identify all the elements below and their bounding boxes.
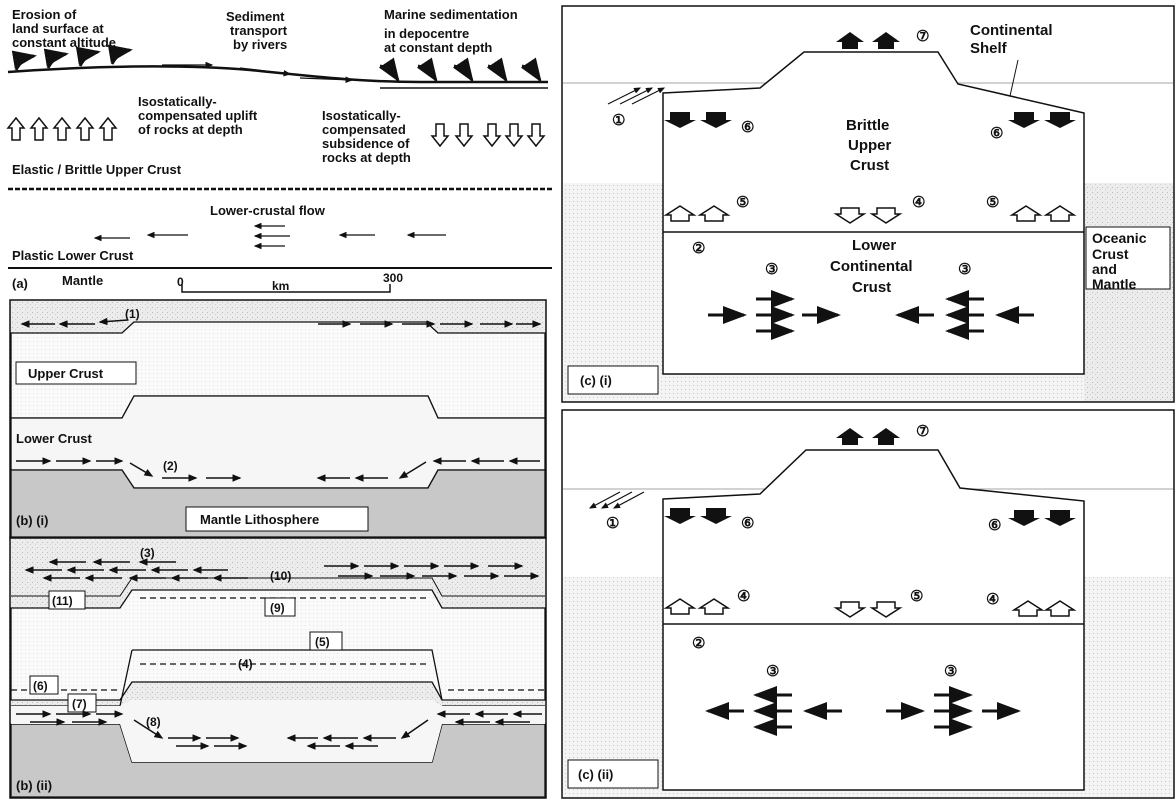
marine-label-2: in depocentre [384, 26, 469, 41]
label-4-b-ii: (4) [238, 657, 253, 671]
circle-7-c-ii: ⑦ [916, 423, 929, 440]
panel-c-i: Oceanic Crust and Mantle ⑦ Continental S… [562, 6, 1174, 402]
mantle-lithosphere-label: Mantle Lithosphere [200, 512, 319, 527]
uplift-label-1: Isostatically- [138, 94, 217, 109]
shelf-label-2: Shelf [970, 40, 1008, 57]
oceanic-label-1: Oceanic [1092, 230, 1147, 246]
subsidence-label-1: Isostatically- [322, 108, 401, 123]
lower-flow-label: Lower-crustal flow [210, 203, 326, 218]
panel-a-tag: (a) [12, 276, 28, 291]
label-10-b-ii: (10) [270, 569, 291, 583]
circle-1-c-i: ① [612, 112, 625, 129]
lower-crust-label-2: Continental [830, 258, 913, 275]
label-2-b-i: (2) [163, 459, 178, 473]
marine-label-1: Marine sedimentation [384, 7, 518, 22]
plastic-lower-crust-label: Plastic Lower Crust [12, 248, 134, 263]
circle-3a-c-ii: ③ [766, 663, 779, 680]
circle-5-c-ii: ⑤ [910, 588, 923, 605]
panel-a: Erosion of land surface at constant alti… [8, 7, 552, 293]
scale-unit: km [272, 279, 289, 293]
marine-label-3: at constant depth [384, 40, 492, 55]
panel-b-ii-tag: (b) (ii) [16, 778, 52, 793]
erosion-label-1: Erosion of [12, 7, 77, 22]
circle-1-c-ii: ① [606, 515, 619, 532]
circle-2-c-ii: ② [692, 635, 705, 652]
shelf-label-1: Continental [970, 22, 1053, 39]
upper-crust-label: Elastic / Brittle Upper Crust [12, 162, 182, 177]
lower-crust-label-3: Crust [852, 279, 891, 296]
circle-3b-c-ii: ③ [944, 663, 957, 680]
label-6-b-ii: (6) [33, 679, 48, 693]
panel-b-i-tag: (b) (i) [16, 513, 48, 528]
circle-5a-c-i: ⑤ [736, 194, 749, 211]
lower-crust-label-b-i: Lower Crust [16, 431, 93, 446]
circle-6a-c-ii: ⑥ [741, 515, 754, 532]
lower-crustal-flow-arrows [95, 226, 446, 246]
panel-c-ii-tag: (c) (ii) [578, 767, 613, 782]
subsidence-label-2: compensated [322, 122, 406, 137]
label-1-b-i: (1) [125, 307, 140, 321]
label-3-b-ii: (3) [140, 546, 155, 560]
label-5-b-ii: (5) [315, 635, 330, 649]
circle-4a-c-ii: ④ [737, 588, 750, 605]
uplift-label-2: compensated uplift [138, 108, 258, 123]
scale-zero: 0 [177, 275, 184, 289]
uplift-label-3: of rocks at depth [138, 122, 243, 137]
label-11-b-ii: (11) [52, 594, 73, 608]
uplift-hollow-arrows [8, 118, 116, 140]
circle-3b-c-i: ③ [958, 261, 971, 278]
erosion-label-3: constant altitude [12, 35, 116, 50]
oceanic-label-3: and [1092, 261, 1117, 277]
circle-3a-c-i: ③ [765, 261, 778, 278]
label-8-b-ii: (8) [146, 715, 161, 729]
subsidence-label-3: subsidence of [322, 136, 410, 151]
circle-7-c-i: ⑦ [916, 28, 929, 45]
sediment-label-3: by rivers [233, 37, 287, 52]
brittle-label-1: Brittle [846, 117, 889, 134]
oceanic-region-c-i [1084, 183, 1173, 401]
brittle-label-2: Upper [848, 137, 892, 154]
circle-6b-c-ii: ⑥ [988, 517, 1001, 534]
panel-b-ii: (3) (10) (11) (9) (5) (4) (6) (7) [10, 538, 546, 798]
panel-c-i-tag: (c) (i) [580, 373, 612, 388]
oceanic-label-4: Mantle [1092, 276, 1137, 292]
mantle-label: Mantle [62, 273, 103, 288]
circle-4b-c-ii: ④ [986, 591, 999, 608]
label-9-b-ii: (9) [270, 601, 285, 615]
label-7-b-ii: (7) [72, 697, 87, 711]
subsidence-hollow-arrows [432, 124, 544, 146]
sediment-label-1: Sediment [226, 9, 285, 24]
circle-4-c-i: ④ [912, 194, 925, 211]
scale-max: 300 [383, 271, 403, 285]
circle-5b-c-i: ⑤ [986, 194, 999, 211]
erosion-label-2: land surface at [12, 21, 104, 36]
circle-2-c-i: ② [692, 240, 705, 257]
continent-block-c-ii [663, 450, 1084, 790]
circle-6b-c-i: ⑥ [990, 125, 1003, 142]
lower-crust-label-1: Lower [852, 237, 896, 254]
oceanic-label-2: Crust [1092, 246, 1129, 262]
sedimentation-arrows [380, 66, 540, 80]
brittle-label-3: Crust [850, 157, 889, 174]
circle-6a-c-i: ⑥ [741, 119, 754, 136]
subsidence-label-4: rocks at depth [322, 150, 411, 165]
panel-c-ii: ⑦ ① ⑥ ⑥ ④ ⑤ ④ ② ③ ③ [562, 410, 1174, 798]
sediment-label-2: transport [230, 23, 288, 38]
panel-b-i: (1) Upper Crust Lower Crust (2) (b) (i) … [10, 300, 546, 538]
upper-crust-label-b-i: Upper Crust [28, 366, 104, 381]
